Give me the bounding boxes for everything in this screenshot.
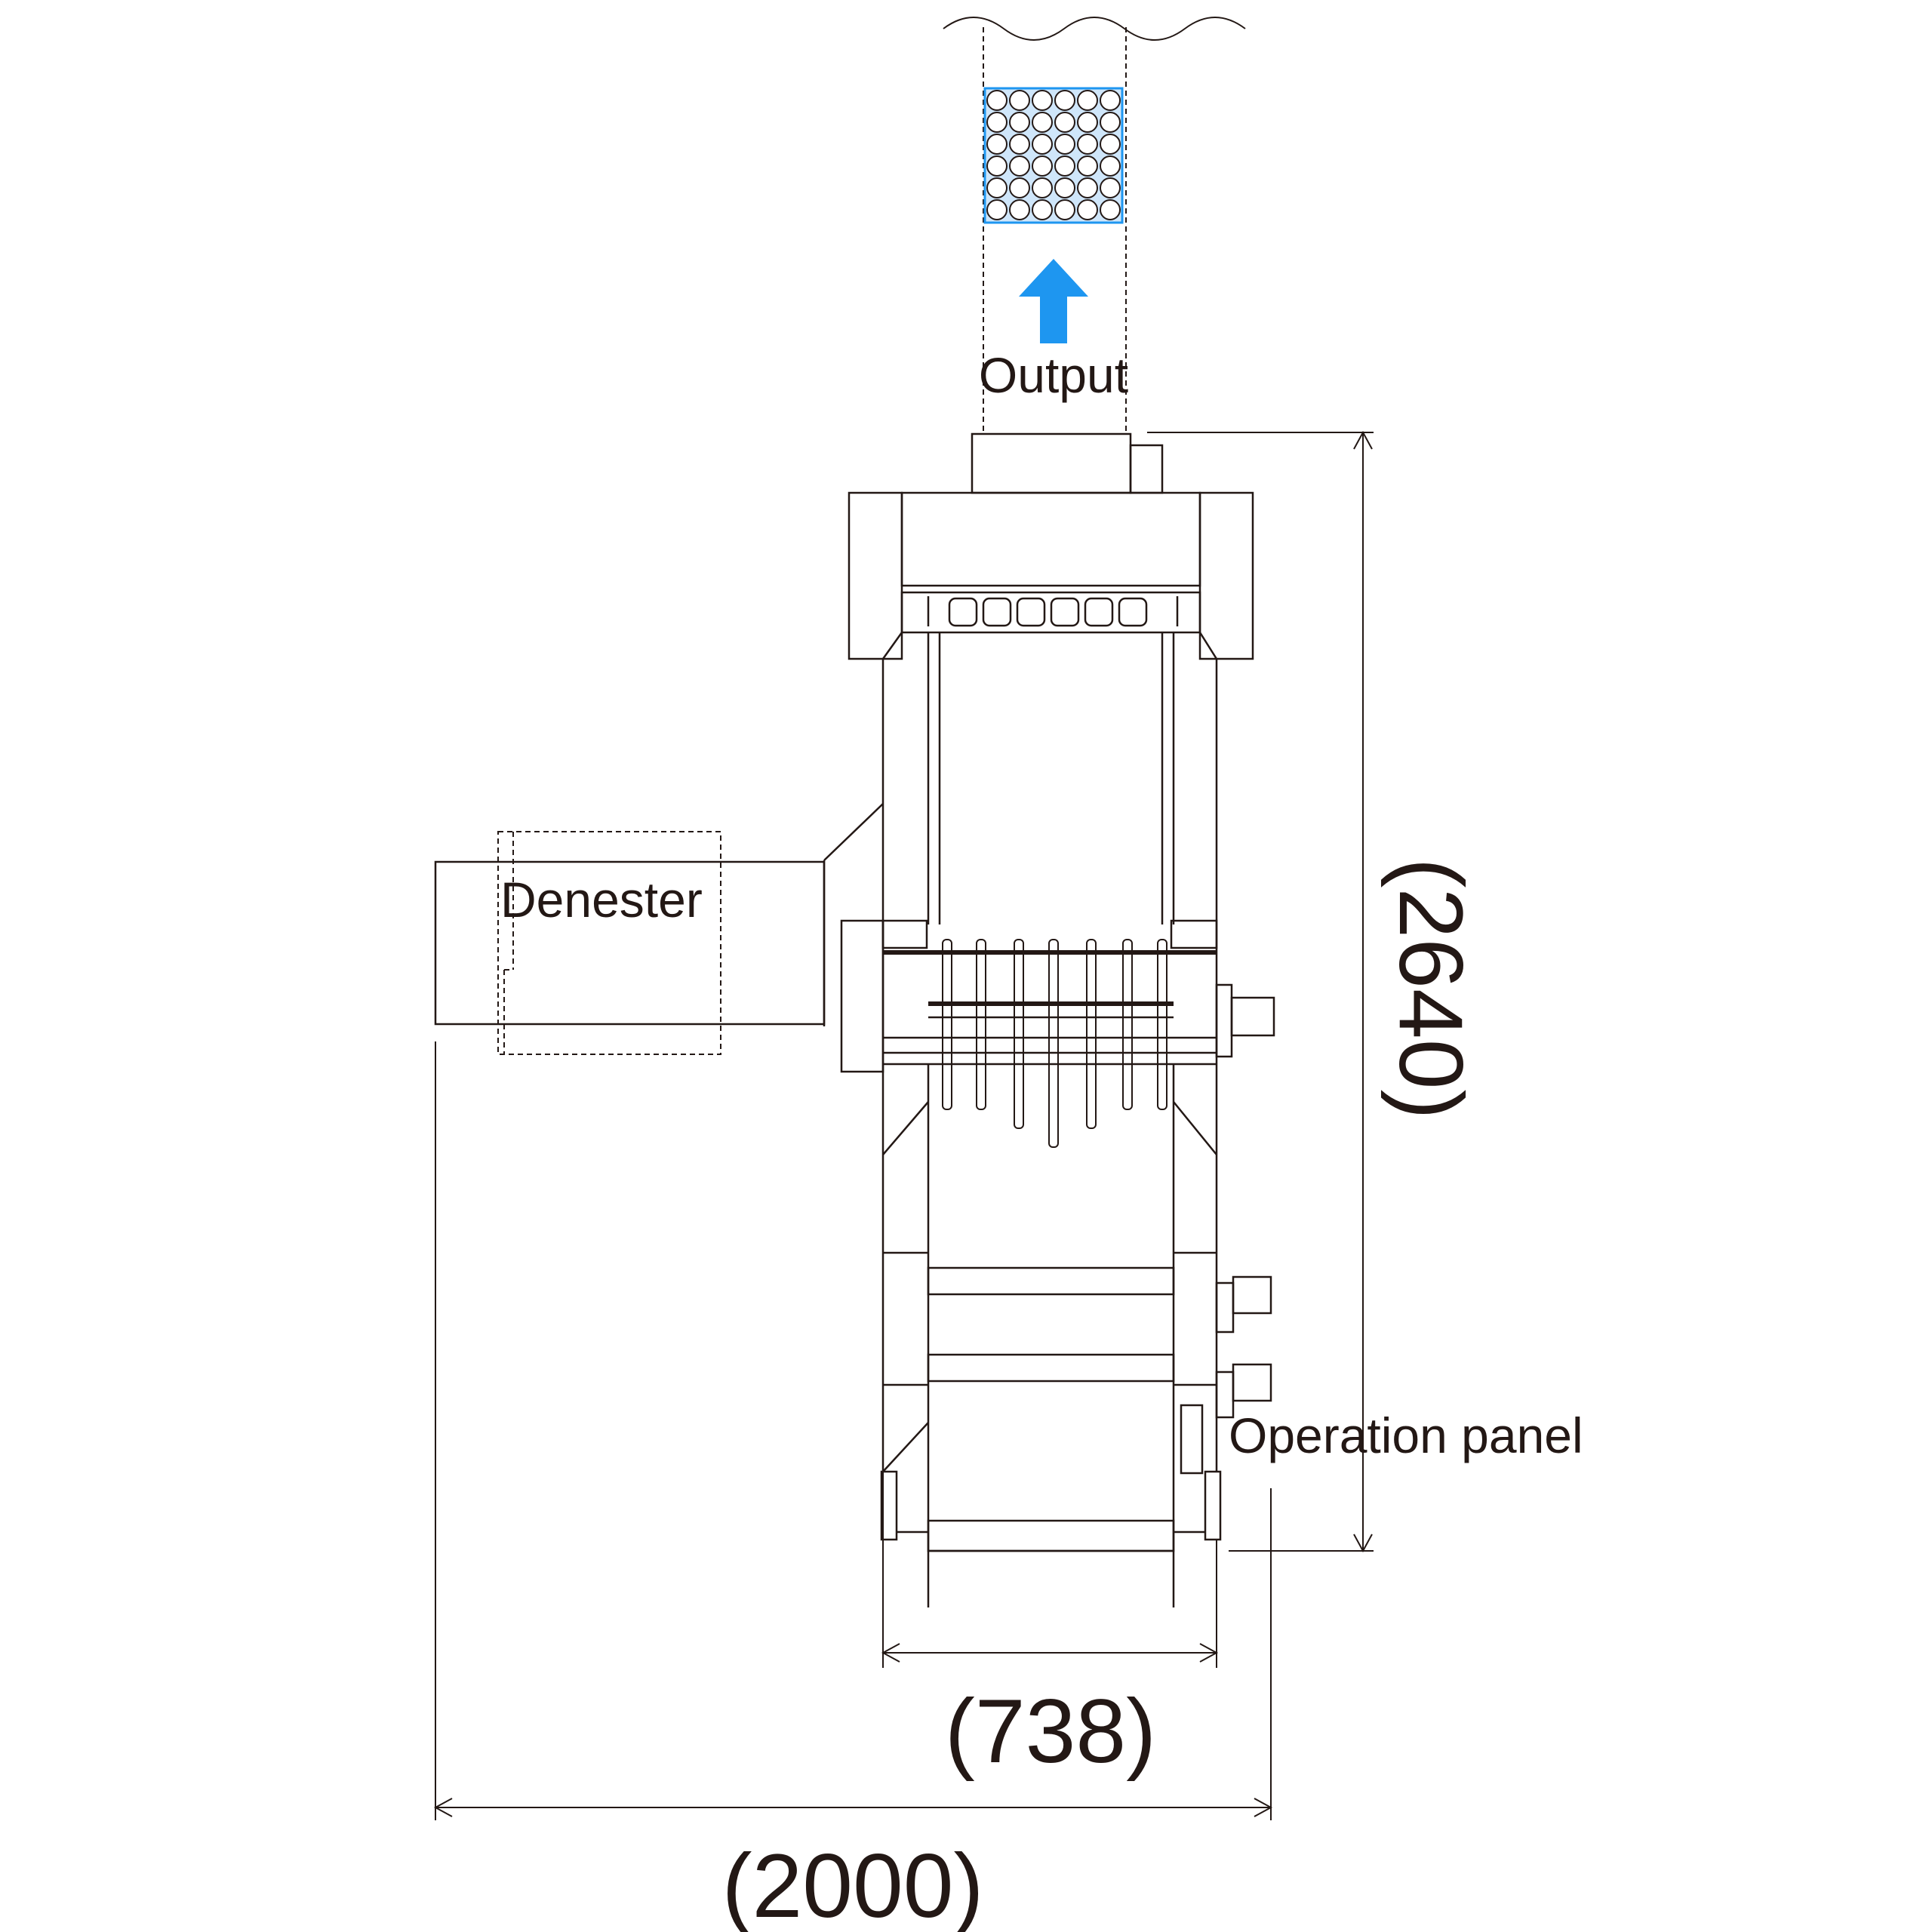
egg-cell [1077, 177, 1098, 198]
output-conveyor [943, 17, 1246, 434]
egg-cell [1054, 199, 1075, 220]
picker-pin [942, 939, 952, 1110]
egg-cell [1009, 177, 1030, 198]
egg-cell [1077, 112, 1098, 133]
egg-cell [1032, 155, 1053, 177]
egg-cell [1054, 155, 1075, 177]
egg-cell [1100, 199, 1121, 220]
egg-cell [986, 199, 1008, 220]
egg-cell [986, 112, 1008, 133]
egg-cell [1100, 90, 1121, 111]
denester-label: Denester [500, 872, 703, 928]
picker-unit [840, 919, 1275, 1155]
egg-cell [986, 134, 1008, 155]
lower-conveyor [880, 1064, 1272, 1607]
dimension-total-length: (2640) [1380, 858, 1481, 1120]
dimension-total-width: (2000) [722, 1835, 984, 1932]
egg-cell [986, 155, 1008, 177]
picker-pin [1157, 939, 1168, 1110]
egg-cell [1032, 177, 1053, 198]
egg-cell [1009, 155, 1030, 177]
egg-cell [1100, 134, 1121, 155]
arrow-up-icon [1019, 259, 1088, 343]
egg-cell [1054, 90, 1075, 111]
egg-cell [1100, 112, 1121, 133]
output-label: Output [979, 347, 1128, 403]
egg-cell [1077, 90, 1098, 111]
egg-cell [1100, 155, 1121, 177]
egg-cell [986, 90, 1008, 111]
picker-pin [1086, 939, 1097, 1129]
denester [434, 831, 826, 1055]
egg-cell [1032, 199, 1053, 220]
egg-cell [1100, 177, 1121, 198]
egg-cell [1009, 112, 1030, 133]
egg-cell [1077, 199, 1098, 220]
picker-pin [1048, 939, 1059, 1148]
egg-cell [1032, 90, 1053, 111]
egg-cell [1054, 177, 1075, 198]
picker-pin [1014, 939, 1024, 1129]
dimension-lines [433, 430, 1374, 1820]
picker-pin [976, 939, 986, 1110]
dimension-machine-width: (738) [945, 1681, 1156, 1782]
egg-tray [983, 87, 1124, 224]
picker-pin [1122, 939, 1133, 1110]
egg-cell [1032, 112, 1053, 133]
egg-cell [1077, 155, 1098, 177]
egg-cell [1054, 134, 1075, 155]
egg-cell [986, 177, 1008, 198]
operation-panel-label: Operation panel [1229, 1407, 1583, 1463]
egg-cell [1077, 134, 1098, 155]
egg-cell [1009, 90, 1030, 111]
egg-cell [1032, 134, 1053, 155]
egg-cell [1054, 112, 1075, 133]
egg-cell [1009, 199, 1030, 220]
egg-cell [1009, 134, 1030, 155]
